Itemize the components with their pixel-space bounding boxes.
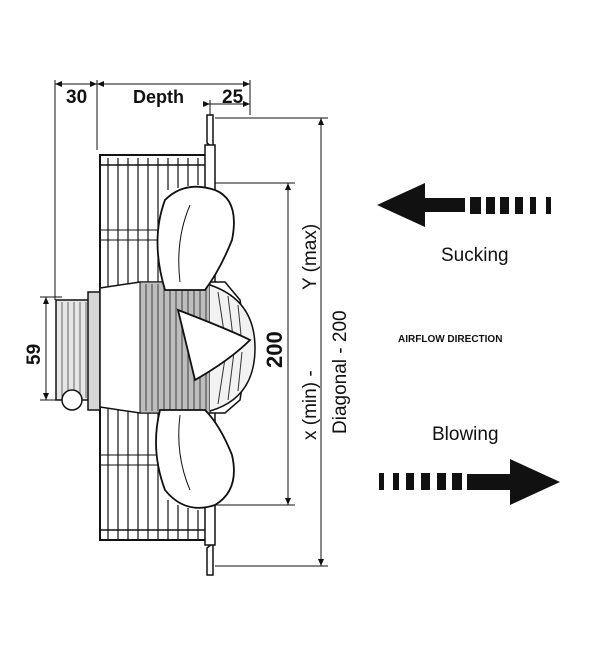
dim-30-label: 30 xyxy=(66,87,87,108)
airflow-legend: Sucking AIRFLOW DIRECTION Blowing xyxy=(377,183,560,505)
airflow-heading: AIRFLOW DIRECTION xyxy=(398,334,502,345)
dim-25-label: 25 xyxy=(222,87,244,108)
dim-depth-label: Depth xyxy=(133,87,184,107)
dim-diagonal-label: Diagonal - 200 xyxy=(330,310,351,434)
dim-200-label: 200 xyxy=(262,331,287,368)
dim-59-label: 59 xyxy=(24,344,45,365)
dim-ymax-label: Y (max) xyxy=(300,224,321,290)
mount-dimension: 59 xyxy=(24,296,62,401)
sucking-label: Sucking xyxy=(441,245,509,266)
blowing-label: Blowing xyxy=(432,424,499,445)
right-dimensions: 200 x (min) - Y (max) Diagonal - 200 xyxy=(215,117,351,567)
dim-xmin-label: x (min) - xyxy=(300,370,321,440)
fan-blades xyxy=(155,185,252,509)
blowing-arrow xyxy=(379,459,560,505)
top-dimensions: 30 Depth 25 xyxy=(54,80,251,300)
sucking-arrow xyxy=(377,183,551,227)
